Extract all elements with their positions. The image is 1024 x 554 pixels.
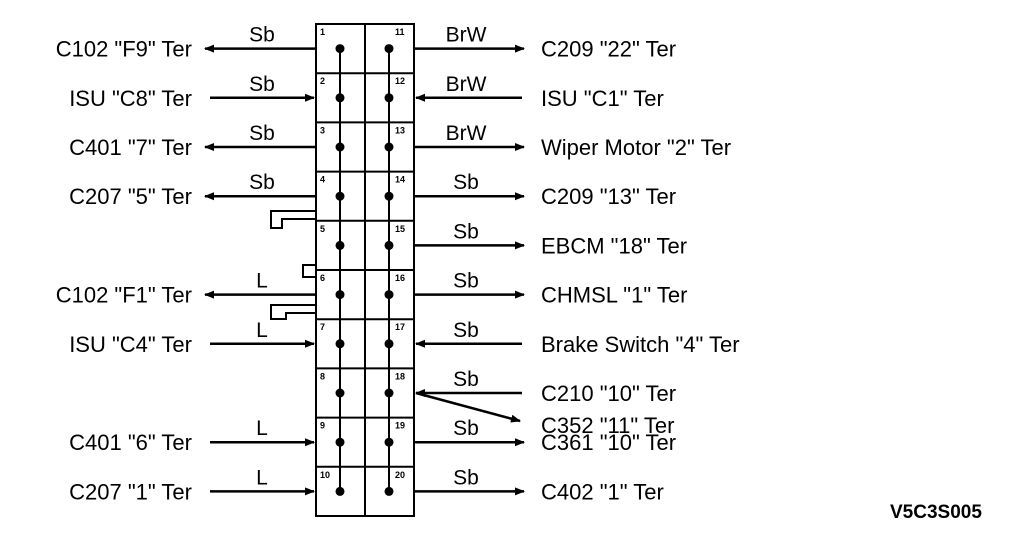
pin-dot bbox=[335, 290, 345, 300]
left-wire-color: Sb bbox=[249, 73, 275, 96]
left-wire-color: Sb bbox=[249, 171, 275, 194]
pin-dot bbox=[335, 486, 345, 496]
right-pin-number: 19 bbox=[395, 421, 405, 431]
right-wire-color: BrW bbox=[446, 24, 487, 47]
left-wire-color: L bbox=[256, 417, 268, 440]
right-wire-color: Sb bbox=[453, 466, 479, 489]
left-pin-number: 7 bbox=[320, 322, 325, 332]
right-pin-number: 18 bbox=[395, 371, 405, 381]
right-wire-color: Sb bbox=[453, 319, 479, 342]
right-wire-arrow-branch bbox=[415, 391, 521, 423]
jumper-link-6 bbox=[302, 264, 316, 278]
pin-dot bbox=[384, 339, 394, 349]
pin-dot bbox=[335, 44, 345, 54]
right-pin-number: 12 bbox=[395, 76, 405, 86]
left-terminal-label: ISU "C8" Ter bbox=[69, 86, 192, 111]
right-pin-number: 16 bbox=[395, 273, 405, 283]
left-terminal-label: C401 "6" Ter bbox=[69, 430, 192, 455]
right-wire-color: Sb bbox=[453, 220, 479, 243]
figure-id: V5C3S005 bbox=[890, 502, 982, 523]
left-terminal-label: C207 "5" Ter bbox=[69, 184, 192, 209]
left-pin-number: 1 bbox=[320, 27, 325, 37]
right-terminal-label: C209 "13" Ter bbox=[541, 184, 676, 209]
pin-dot bbox=[384, 486, 394, 496]
pin-dot bbox=[384, 191, 394, 201]
pin-dot bbox=[384, 142, 394, 152]
jumper-link-6-7 bbox=[270, 304, 316, 320]
left-terminal-label: C207 "1" Ter bbox=[69, 479, 192, 504]
right-wire-color: Sb bbox=[453, 368, 479, 391]
left-wire-color: L bbox=[256, 319, 268, 342]
right-terminal-label: CHMSL "1" Ter bbox=[541, 283, 687, 308]
right-terminal-label: C361 "10" Ter bbox=[541, 430, 676, 455]
left-terminal-label: C401 "7" Ter bbox=[69, 135, 192, 160]
right-terminal-label: EBCM "18" Ter bbox=[541, 233, 687, 258]
right-wire-color: BrW bbox=[446, 73, 487, 96]
pin-dot bbox=[335, 93, 345, 103]
pin-dot bbox=[384, 290, 394, 300]
left-wire-color: L bbox=[256, 466, 268, 489]
right-pin-number: 20 bbox=[395, 470, 405, 480]
right-wire-color: Sb bbox=[453, 417, 479, 440]
right-terminal-label-branch: C352 "11" Ter bbox=[541, 413, 674, 438]
left-pin-number: 5 bbox=[320, 224, 325, 234]
right-pin-number: 11 bbox=[395, 27, 405, 37]
left-pin-number: 4 bbox=[320, 175, 325, 185]
pin-dot bbox=[335, 388, 345, 398]
pin-dot bbox=[335, 191, 345, 201]
right-pin-number: 14 bbox=[395, 175, 405, 185]
pin-dot bbox=[335, 240, 345, 250]
pin-dot bbox=[335, 437, 345, 447]
right-terminal-label: Brake Switch "4" Ter bbox=[541, 332, 740, 357]
left-wire-color: L bbox=[256, 270, 268, 293]
right-terminal-label: ISU "C1" Ter bbox=[541, 86, 664, 111]
left-pin-number: 10 bbox=[320, 470, 330, 480]
right-terminal-label: C402 "1" Ter bbox=[541, 479, 664, 504]
left-pin-number: 8 bbox=[320, 371, 325, 381]
pin-dot bbox=[384, 437, 394, 447]
left-pin-number: 2 bbox=[320, 76, 325, 86]
right-terminal-label: C210 "10" Ter bbox=[541, 381, 676, 406]
right-wire-color: Sb bbox=[453, 270, 479, 293]
right-pin-number: 13 bbox=[395, 125, 405, 135]
left-pin-number: 9 bbox=[320, 421, 325, 431]
left-terminal-label: ISU "C4" Ter bbox=[69, 332, 192, 357]
right-wire-color: Sb bbox=[453, 171, 479, 194]
right-pin-number: 17 bbox=[395, 322, 405, 332]
right-pin-number: 15 bbox=[395, 224, 405, 234]
left-wire-color: Sb bbox=[249, 24, 275, 47]
left-wire-color: Sb bbox=[249, 122, 275, 145]
pin-dot bbox=[335, 142, 345, 152]
right-terminal-label: Wiper Motor "2" Ter bbox=[541, 135, 731, 160]
left-pin-number: 6 bbox=[320, 273, 325, 283]
pin-dot bbox=[335, 339, 345, 349]
jumper-link-4-5 bbox=[270, 210, 316, 229]
left-pin-number: 3 bbox=[320, 125, 325, 135]
right-wire-color: BrW bbox=[446, 122, 487, 145]
pin-dot bbox=[384, 93, 394, 103]
left-terminal-label: C102 "F9" Ter bbox=[56, 37, 192, 62]
pin-dot bbox=[384, 240, 394, 250]
right-terminal-label: C209 "22" Ter bbox=[541, 37, 676, 62]
pin-dot bbox=[384, 44, 394, 54]
pin-dot bbox=[384, 388, 394, 398]
left-terminal-label: C102 "F1" Ter bbox=[56, 283, 192, 308]
